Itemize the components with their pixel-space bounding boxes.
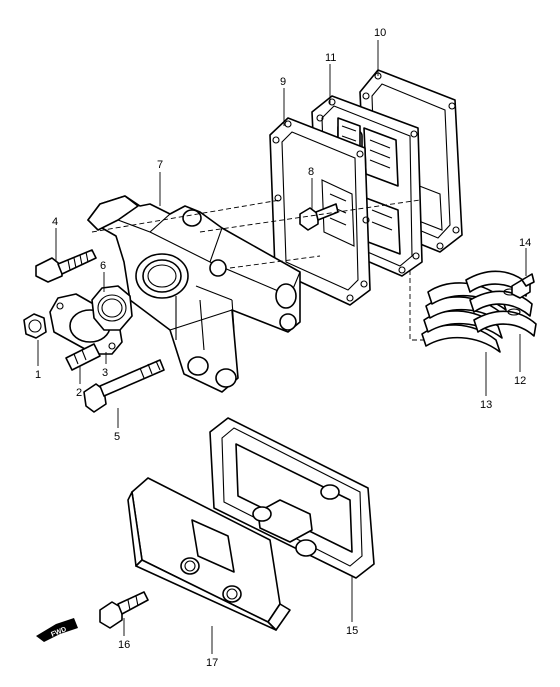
reed-stopper-12 (465, 270, 537, 337)
callout-17: 17 (206, 657, 218, 669)
callout-3: 3 (102, 367, 108, 379)
callout-7: 7 (157, 159, 163, 171)
callout-8: 8 (308, 166, 314, 178)
callout-labels: 10 11 9 8 7 4 6 1 2 3 5 14 12 13 15 17 1… (35, 27, 531, 669)
stud-2 (65, 343, 101, 371)
callout-14: 14 (519, 237, 531, 249)
callout-16: 16 (118, 639, 130, 651)
callout-6: 6 (100, 260, 106, 272)
leader-lines (37, 40, 527, 654)
alignment-lines (91, 199, 424, 341)
callout-9: 9 (280, 76, 286, 88)
screw-14 (511, 273, 535, 299)
bolt-8 (299, 203, 339, 231)
nut-1 (23, 313, 47, 339)
callout-15: 15 (346, 625, 358, 637)
callout-4: 4 (52, 216, 58, 228)
gasket-15 (209, 417, 375, 579)
callout-2: 2 (76, 387, 82, 399)
plate-6 (91, 285, 133, 331)
arrow-left-icon (36, 618, 78, 642)
callout-12: 12 (514, 375, 526, 387)
callout-10: 10 (374, 27, 386, 39)
callout-13: 13 (480, 399, 492, 411)
callout-5: 5 (114, 431, 120, 443)
bolt-4 (35, 249, 97, 283)
manifold-7 (87, 195, 301, 393)
callout-1: 1 (35, 369, 41, 381)
bolt-16 (99, 591, 149, 629)
callout-11: 11 (325, 52, 336, 64)
bolt-5 (83, 359, 165, 413)
fwd-marker: FWD (36, 618, 78, 642)
cover-17 (127, 477, 291, 631)
